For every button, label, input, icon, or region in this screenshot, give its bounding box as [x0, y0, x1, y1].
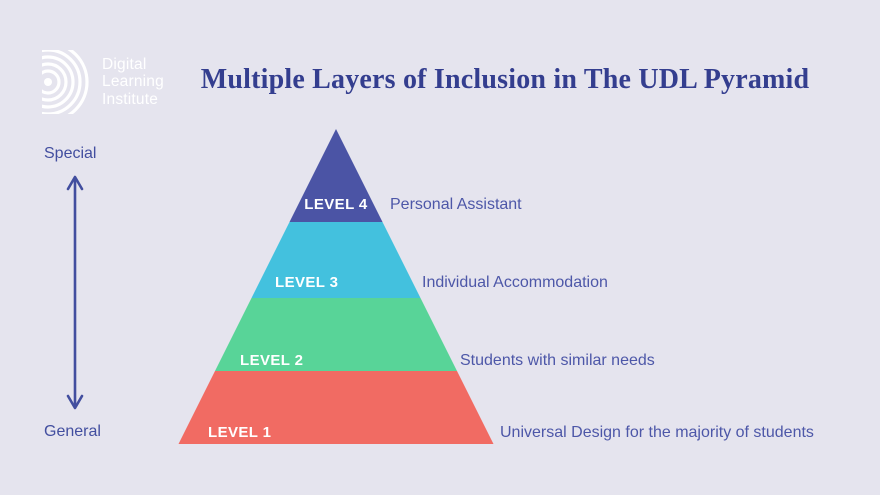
pyramid-level-1-shape	[178, 371, 494, 444]
level-1-description: Universal Design for the majority of stu…	[500, 424, 814, 441]
pyramid-level-4-shape	[289, 129, 383, 222]
axis-label-general: General	[44, 423, 101, 440]
level-2-label: LEVEL 2	[240, 352, 304, 369]
brand-logo: Digital Learning Institute	[38, 50, 164, 114]
axis-label-special: Special	[44, 145, 97, 162]
pyramid-level-2-shape	[215, 298, 457, 371]
level-3-description: Individual Accommodation	[422, 274, 608, 291]
brand-logo-text: Digital Learning Institute	[102, 56, 164, 109]
level-4-description: Personal Assistant	[390, 196, 522, 213]
level-4-label: LEVEL 4	[304, 196, 368, 213]
double-arrow-icon	[66, 175, 84, 410]
pyramid-level-3-shape	[251, 222, 421, 298]
logo-line-3: Institute	[102, 90, 159, 108]
logo-line-1: Digital	[102, 55, 147, 73]
level-2-description: Students with similar needs	[460, 352, 655, 369]
level-3-label: LEVEL 3	[275, 274, 339, 291]
logo-line-2: Learning	[102, 73, 164, 91]
page-title: Multiple Layers of Inclusion in The UDL …	[200, 64, 810, 95]
level-1-label: LEVEL 1	[208, 424, 272, 441]
ripple-arcs-icon	[42, 50, 89, 114]
